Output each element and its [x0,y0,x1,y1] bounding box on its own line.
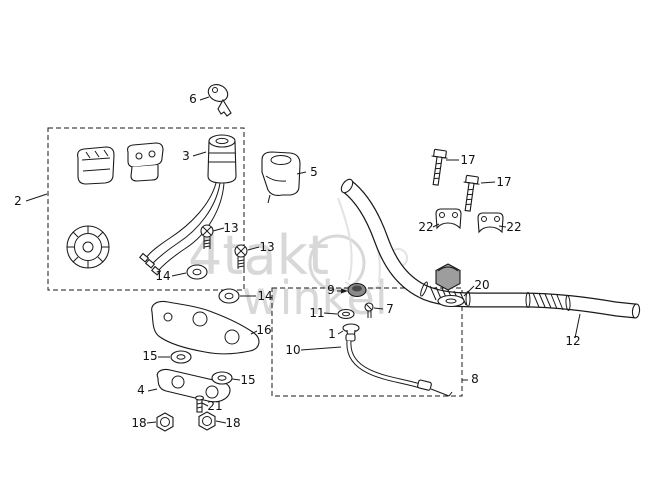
washer-part-15b [211,371,233,385]
part-label-2: 2 [14,194,22,208]
group-box-8 [271,287,463,397]
ignition-wires [138,182,225,276]
part-label-17b: 17 [496,175,511,189]
part-label-22a: 22 [418,220,433,234]
part-label-20: 20 [474,278,489,292]
key-part [207,84,232,117]
part-label-12: 12 [565,334,580,348]
part-label-14b: 14 [257,289,272,303]
part-label-4: 4 [137,383,145,397]
part-label-6: 6 [189,92,197,106]
group-box-2 [47,127,245,291]
part-label-5: 5 [310,165,318,179]
part-label-14a: 14 [155,269,170,283]
cap-nut-part-20 [435,263,465,308]
washer-part-15a [170,350,192,364]
bolt-part-17b [463,174,480,212]
part-label-1: 1 [328,327,336,341]
washer-part-14b [218,288,240,304]
nut-part-18a [156,412,174,432]
part-label-22b: 22 [506,220,521,234]
screw-part-13a [200,224,214,249]
part-label-16: 16 [256,323,271,337]
part-label-13b: 13 [259,240,274,254]
part-label-13a: 13 [223,221,238,235]
nut-part-18b [198,411,216,431]
ignition-switch-part [207,134,237,184]
part-labels: 6 2 3 5 17 17 22 22 13 13 14 14 9 7 11 1… [14,92,580,430]
part-label-10: 10 [285,343,300,357]
screw-part-7 [364,302,374,318]
round-cap-part [66,225,110,269]
handlebar-part [340,178,641,319]
holder-clamp-part [127,142,164,182]
washer-part-14a [186,264,208,280]
cap-part-9 [347,282,367,298]
part-label-8: 8 [471,372,479,386]
part-label-18b: 18 [225,416,240,430]
part-label-9: 9 [327,283,335,297]
part-label-15b: 15 [240,373,255,387]
bracket-part-4 [156,368,231,403]
clamp-part-22a [435,208,462,230]
part-label-15a: 15 [142,349,157,363]
screw-part-13b [234,244,248,269]
arrowhead-9 [341,288,348,294]
switch-pod-part [77,146,115,185]
switch-housing-part [261,151,301,204]
clamp-part-22b [477,212,504,234]
part-label-18a: 18 [131,416,146,430]
cable-part-10 [345,333,453,397]
bracket-part-16 [151,300,260,355]
bolt-part-17a [431,148,448,186]
watermark: 4takt winkel [188,224,388,325]
handlebar-knurl-right [532,292,564,311]
part-label-11: 11 [309,306,324,320]
part-label-3: 3 [182,149,190,163]
part-label-21: 21 [207,399,222,413]
watermark-ring [308,234,366,292]
washer-part-11 [337,308,355,320]
leader-lines [25,96,581,424]
stud-part-21 [194,395,205,413]
part-label-17a: 17 [460,153,475,167]
part-label-7: 7 [386,302,394,316]
